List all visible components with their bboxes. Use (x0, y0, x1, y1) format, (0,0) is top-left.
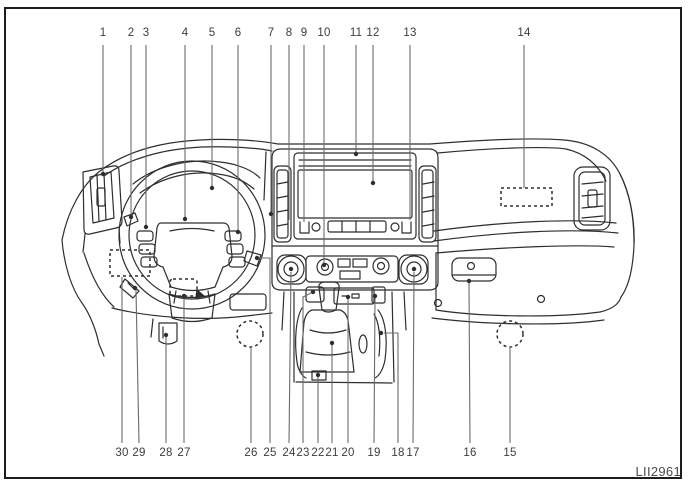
dashed-marker-30 (109, 249, 151, 277)
right-stalk (243, 250, 262, 267)
steering-wheel (118, 160, 267, 323)
callout-label: 22 (311, 447, 325, 459)
callout-label: 23 (296, 447, 310, 459)
callout-label: 7 (267, 27, 275, 39)
callout-label: 29 (132, 447, 146, 459)
callout-leader-line (259, 257, 271, 443)
callout-label: 10 (317, 27, 331, 39)
dashed-markers (109, 187, 553, 348)
callout-label: 5 (208, 27, 216, 39)
console-switch-right (371, 286, 386, 304)
figure-id-label: LII2961 (635, 464, 681, 479)
callout-target-dot (181, 293, 187, 299)
callout-label: 18 (391, 447, 405, 459)
lower-left-levers (119, 278, 205, 345)
center-left-vent (273, 165, 292, 243)
callout-label: 11 (349, 27, 363, 39)
callout-label: 9 (300, 27, 308, 39)
callout-label: 21 (325, 447, 339, 459)
left-lower-dash (61, 239, 273, 357)
callout-label: 25 (263, 447, 277, 459)
callout-target-dot (345, 294, 351, 300)
callout-target-dot (235, 229, 241, 235)
callout-label: 6 (234, 27, 242, 39)
callout-target-dot (128, 214, 134, 220)
touchscreen-display (293, 152, 417, 240)
callout-target-dot (132, 285, 138, 291)
left-air-vent (82, 165, 123, 253)
callout-target-dot (315, 372, 321, 378)
callout-target-dot (411, 266, 417, 272)
callout-leader-line (288, 271, 292, 444)
callout-target-dot (329, 340, 335, 346)
dashed-marker-15 (496, 320, 524, 348)
display-button (299, 221, 310, 234)
callout-target-dot (370, 180, 376, 186)
right-dash (431, 166, 635, 325)
callout-target-dot (372, 293, 378, 299)
callout-label: 2 (127, 27, 135, 39)
dashboard-top-edge (61, 138, 635, 244)
left-climate-knob (276, 254, 307, 285)
callout-target-dot (143, 224, 149, 230)
callout-target-dot (466, 278, 472, 284)
callout-label: 13 (403, 27, 417, 39)
callout-leader-line (135, 289, 140, 444)
callout-leader-line (302, 292, 312, 443)
dashed-marker-14 (500, 187, 553, 207)
callout-target-dot (163, 332, 169, 338)
callout-label: 15 (503, 447, 517, 459)
callout-label: 20 (341, 447, 355, 459)
callout-label: 16 (463, 447, 477, 459)
callout-target-dot (310, 289, 316, 295)
center-stack (271, 148, 439, 291)
callout-target-dot (353, 151, 359, 157)
callout-label: 14 (517, 27, 531, 39)
console-switch-left (305, 286, 325, 303)
right-spoke-buttons (224, 230, 242, 242)
callout-label: 24 (282, 447, 296, 459)
callout-target-dot (182, 216, 188, 222)
center-right-vent (418, 165, 437, 243)
instrument-cluster (132, 160, 261, 194)
callout-label: 3 (142, 27, 150, 39)
callout-leader-line (412, 271, 415, 444)
shift-lever (318, 287, 340, 313)
callout-target-dot (288, 266, 294, 272)
dashed-marker-26 (236, 320, 264, 348)
callout-label: 27 (177, 447, 191, 459)
callout-target-dot (321, 262, 327, 268)
callout-target-dot (209, 185, 215, 191)
callout-leader-line (468, 282, 471, 444)
dashed-marker-27 (169, 278, 198, 297)
callout-target-dot (378, 330, 384, 336)
callout-label: 1 (99, 27, 107, 39)
callout-label: 17 (406, 447, 420, 459)
callout-target-dot (254, 255, 260, 261)
callout-label: 12 (366, 27, 380, 39)
glove-box-handle (451, 257, 497, 282)
callout-leader-line (373, 297, 376, 444)
callout-target-dot (268, 211, 274, 217)
callout-target-dot (100, 171, 106, 177)
callout-leader-line (384, 332, 399, 443)
figure-border (4, 7, 682, 479)
glove-box (435, 296, 622, 317)
leader-lines-layer (100, 45, 525, 444)
left-spoke-buttons (136, 230, 154, 242)
callout-label: 30 (115, 447, 129, 459)
right-air-vent (573, 166, 611, 231)
callout-label: 8 (285, 27, 293, 39)
callout-label: 4 (181, 27, 189, 39)
climate-controls (271, 245, 439, 285)
callout-label: 26 (244, 447, 258, 459)
callout-label: 19 (367, 447, 381, 459)
callout-label: 28 (159, 447, 173, 459)
